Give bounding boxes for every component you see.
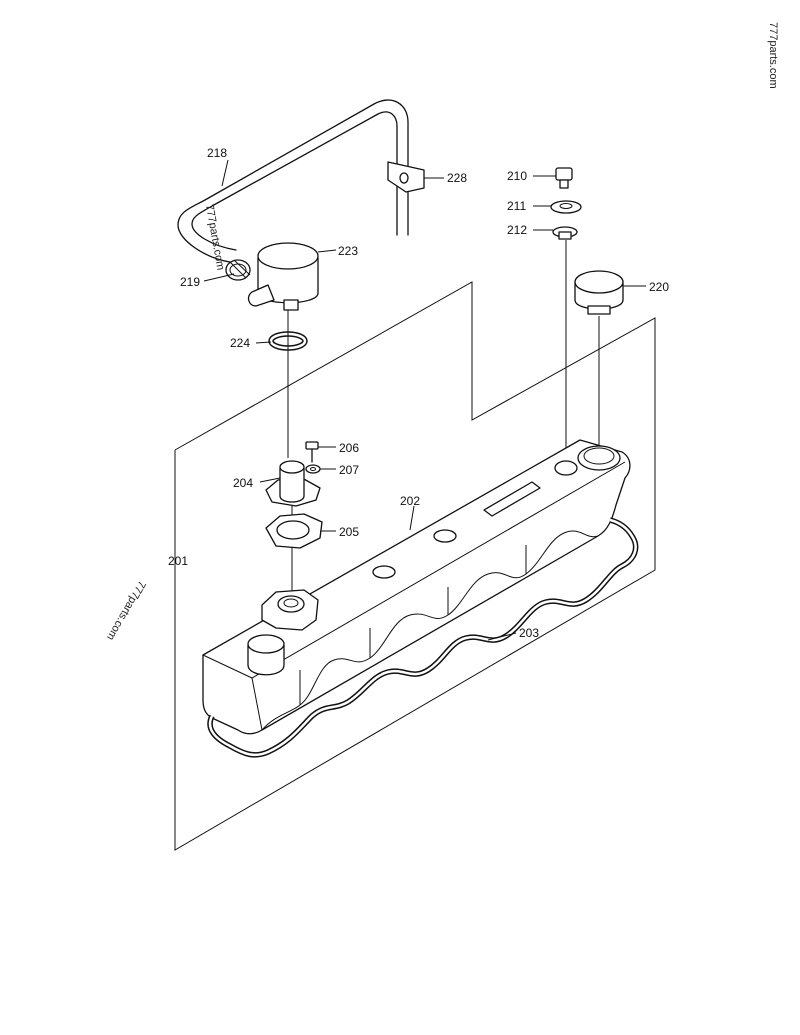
label-228: 228 bbox=[447, 171, 467, 185]
assembly-boundary-201 bbox=[174, 281, 656, 851]
breather-hose-218 bbox=[177, 99, 425, 263]
oil-filler-cap-220 bbox=[574, 270, 624, 315]
part-number-labels: 218 228 210 211 212 223 219 220 224 206 … bbox=[168, 146, 669, 640]
label-204: 204 bbox=[233, 476, 253, 490]
leader-lines bbox=[203, 159, 646, 641]
cover-gasket-203 bbox=[207, 517, 639, 758]
label-201: 201 bbox=[168, 554, 188, 568]
label-219: 219 bbox=[180, 275, 200, 289]
label-206: 206 bbox=[339, 441, 359, 455]
label-202: 202 bbox=[400, 494, 420, 508]
hose-clamp-219 bbox=[225, 259, 251, 281]
label-218: 218 bbox=[207, 146, 227, 160]
label-210: 210 bbox=[507, 169, 527, 183]
bolt-206 bbox=[305, 441, 319, 463]
watermark-top-right: 777parts.com bbox=[767, 22, 779, 89]
oil-separator-223 bbox=[247, 242, 319, 311]
label-223: 223 bbox=[338, 244, 358, 258]
breather-pipe-204 bbox=[265, 460, 321, 507]
watermark-near-hose: 777parts.com bbox=[203, 203, 226, 271]
seal-212 bbox=[552, 226, 578, 240]
label-224: 224 bbox=[230, 336, 250, 350]
gasket-205 bbox=[265, 513, 323, 549]
label-211: 211 bbox=[507, 199, 526, 213]
washer-211 bbox=[550, 200, 582, 214]
label-220: 220 bbox=[649, 280, 669, 294]
label-207: 207 bbox=[339, 463, 359, 477]
label-212: 212 bbox=[507, 223, 527, 237]
label-205: 205 bbox=[339, 525, 359, 539]
washer-207 bbox=[305, 464, 321, 474]
watermark-left: 777parts.com bbox=[104, 579, 148, 643]
label-203: 203 bbox=[519, 626, 539, 640]
bolt-210 bbox=[555, 167, 573, 189]
rocker-cover-202 bbox=[202, 439, 631, 735]
